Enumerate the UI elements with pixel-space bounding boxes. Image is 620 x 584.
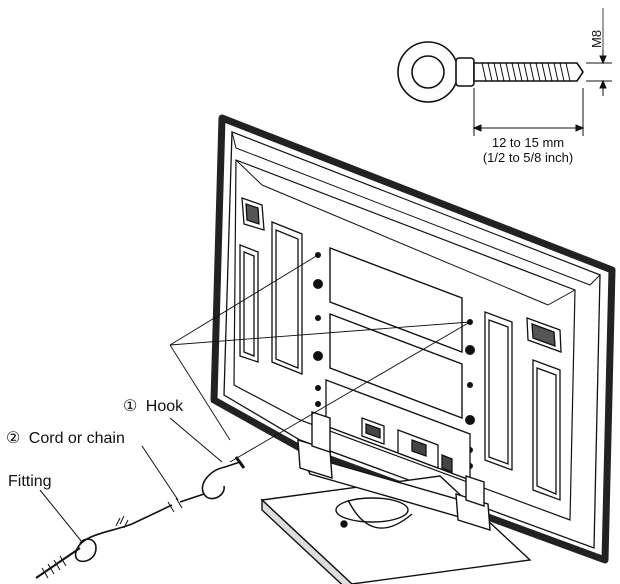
vent-slots xyxy=(239,221,561,501)
carry-handles xyxy=(241,197,562,353)
tv-top-bezel xyxy=(231,131,601,286)
thread-size-label: M8 xyxy=(589,30,604,48)
eye-bolt-ring-hole xyxy=(411,55,445,89)
tv-stand xyxy=(260,411,532,584)
fitting-screw xyxy=(35,547,81,579)
fitting-icon xyxy=(74,523,133,563)
eye-bolt-threads xyxy=(481,62,571,82)
eye-bolt-illustration xyxy=(397,41,584,103)
tv-rear-illustration xyxy=(210,114,616,584)
tv-panel-chamfers xyxy=(235,159,576,306)
guide-lines xyxy=(169,254,471,463)
length-inch-label: (1/2 to 5/8 inch) xyxy=(483,150,573,165)
length-dimension xyxy=(472,88,585,136)
hook-text: Hook xyxy=(146,398,184,415)
hook-label: ① Hook xyxy=(123,398,184,415)
fitting-label: Fitting xyxy=(8,473,52,490)
hook-assembly xyxy=(35,456,246,579)
cord-line xyxy=(131,493,205,525)
cord-text: Cord or chain xyxy=(29,430,125,447)
eye-bolt-collar xyxy=(455,57,475,87)
terminal-area xyxy=(325,379,471,481)
center-panels xyxy=(329,246,463,420)
cord-number: ② xyxy=(6,430,20,447)
thread-size-dimension xyxy=(586,8,612,96)
hook-number: ① xyxy=(123,398,137,415)
hook-icon xyxy=(201,461,241,500)
coil-spring xyxy=(115,515,129,529)
callout-leaders xyxy=(39,417,223,543)
eye-bolt-ring xyxy=(397,41,459,103)
cord-label: ② Cord or chain xyxy=(6,430,125,447)
length-mm-label: 12 to 15 mm xyxy=(492,135,564,150)
